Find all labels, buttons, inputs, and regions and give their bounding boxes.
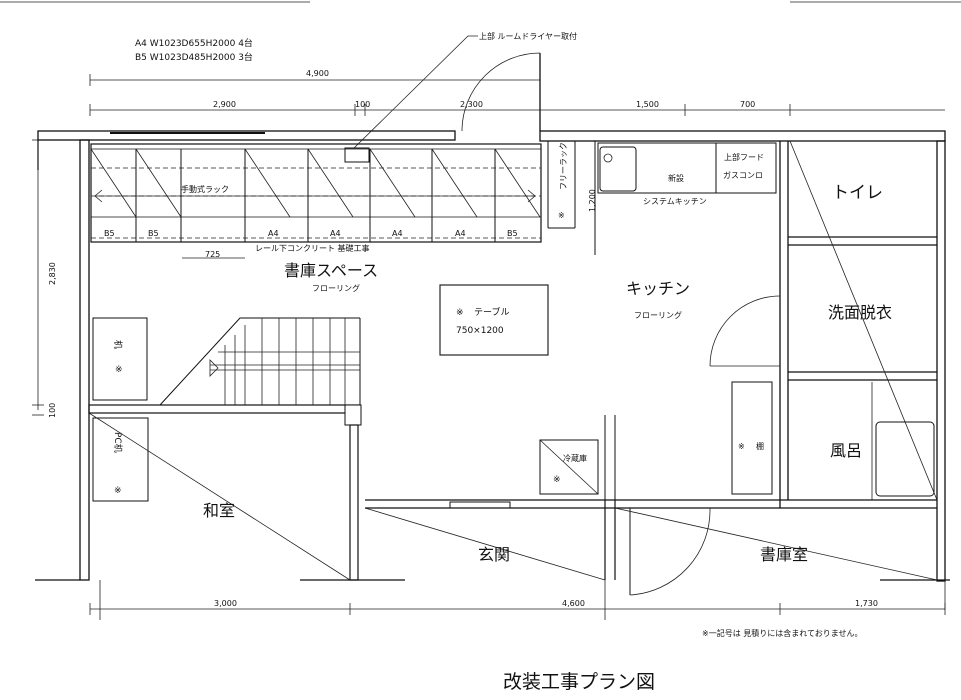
plan-title: 改装工事プラン図 — [503, 671, 655, 693]
washitsu-diagonal — [88, 412, 351, 581]
staircase — [159, 317, 361, 406]
dryer-note: 上部 ルームドライヤー取付 — [479, 31, 577, 41]
pc-desk — [92, 417, 149, 502]
fridge — [539, 439, 599, 495]
free-rack-mark: ※ — [558, 211, 565, 220]
entrance-diagonal — [364, 507, 606, 581]
fridge-diagonal — [539, 439, 599, 495]
kitchen-hood: 上部フード — [724, 152, 764, 162]
spec-line-b5: B5 W1023D485H2000 3台 — [135, 51, 253, 63]
desk-label: 机 — [112, 340, 124, 349]
room-entrance: 玄関 — [478, 545, 510, 564]
dryer-leader-line — [351, 35, 478, 151]
manual-rack — [90, 143, 542, 259]
rack-unit-6: A4 — [455, 229, 466, 238]
library-name: 書庫スペース — [284, 261, 378, 280]
shelf-mark: ※ — [738, 442, 745, 451]
rack-unit-3: A4 — [268, 229, 279, 238]
desk-mark: ※ — [115, 365, 123, 375]
dim-left-2830: 2,830 — [48, 262, 57, 285]
fridge-mark: ※ — [553, 475, 561, 485]
pc-desk-mark: ※ — [114, 486, 122, 496]
kitchen-name: キッチン — [626, 279, 690, 298]
rail-note: レール下コンクリート 基礎工事 — [255, 243, 370, 253]
rack-unit-1: B5 — [104, 229, 115, 238]
free-rack-label: フリーラック — [559, 142, 568, 190]
walls — [35, 130, 950, 620]
wet-area-diagonal — [789, 140, 938, 501]
dim-725: 725 — [205, 250, 220, 259]
kitchen-stove: ガスコンロ — [723, 170, 763, 180]
storeroom-diagonal — [614, 507, 938, 581]
table-mark: ※ — [456, 308, 464, 318]
dim-2300: 2,300 — [460, 100, 483, 109]
top-door — [461, 52, 541, 132]
entrance-door-arc — [629, 507, 711, 596]
dim-2900: 2,900 — [213, 100, 236, 109]
desk — [92, 317, 148, 401]
top-dimensions — [89, 74, 945, 116]
kitchen-door — [709, 295, 781, 367]
bottom-dimensions — [89, 603, 946, 615]
dim-top-total: 4,900 — [306, 69, 329, 78]
dim-left-100: 100 — [48, 403, 57, 418]
dim-1730: 1,730 — [855, 599, 878, 608]
dim-1200: 1,200 — [588, 189, 597, 212]
library-floor: フローリング — [312, 283, 360, 293]
rack-unit-2: B5 — [148, 229, 159, 238]
shelf-label: 棚 — [756, 441, 764, 451]
room-washitsu: 和室 — [203, 501, 235, 520]
spec-line-a4: A4 W1023D655H2000 4台 — [135, 37, 253, 49]
fridge-label: 冷蔵庫 — [563, 453, 587, 463]
table — [439, 284, 549, 356]
kitchen-system: システムキッチン — [643, 197, 707, 206]
system-kitchen — [597, 142, 777, 194]
table-label: テーブル — [474, 306, 509, 318]
table-size: 750×1200 — [456, 326, 504, 336]
rack-unit-5: A4 — [392, 229, 403, 238]
rack-unit-7: B5 — [507, 229, 518, 238]
pc-desk-label: PC机 — [112, 432, 124, 453]
bathtub — [871, 382, 935, 500]
rack-unit-4: A4 — [330, 229, 341, 238]
dim-100: 100 — [355, 100, 370, 109]
shelf — [731, 381, 773, 495]
dim-4600: 4,600 — [562, 599, 585, 608]
room-washroom: 洗面脱衣 — [828, 303, 892, 322]
room-toilet: トイレ — [832, 183, 883, 203]
room-storeroom: 書庫室 — [760, 545, 808, 564]
footnote: ※一記号は 見積りには含まれておりません。 — [702, 628, 863, 638]
left-dimensions — [32, 139, 44, 416]
dim-3000: 3,000 — [214, 599, 237, 608]
rack-label: 手動式ラック — [181, 184, 229, 194]
dim-700: 700 — [740, 100, 755, 109]
room-bath: 風呂 — [830, 441, 862, 460]
dim-1500: 1,500 — [636, 100, 659, 109]
room-dryer — [344, 147, 370, 163]
kitchen-new: 新設 — [668, 173, 684, 183]
kitchen-floor: フローリング — [634, 310, 682, 320]
